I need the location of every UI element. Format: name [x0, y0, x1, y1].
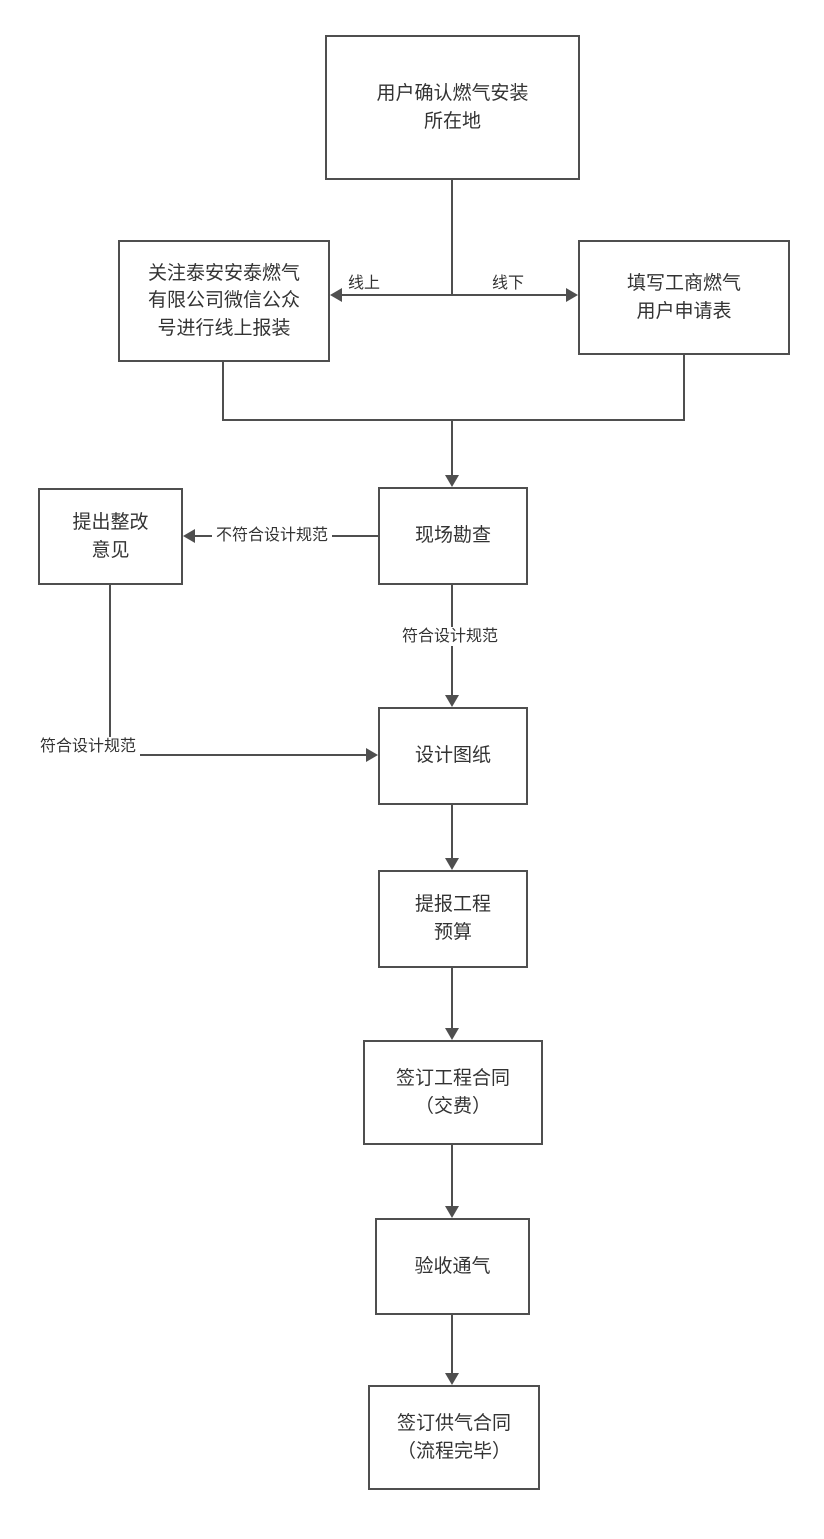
- edge-label-meet-spec-side: 符合设计规范: [36, 737, 141, 757]
- arrowhead-to-rectification-icon: [183, 529, 195, 543]
- connector-budget-to-contract: [451, 968, 453, 1029]
- connector-online-down: [222, 362, 224, 421]
- node-project-budget: 提报工程 预算: [378, 870, 528, 968]
- node-supply-contract: 签订供气合同 （流程完毕）: [368, 1385, 540, 1490]
- connector-contract-to-acceptance: [451, 1145, 453, 1207]
- arrowhead-to-offline-icon: [566, 288, 578, 302]
- arrowhead-to-online-icon: [330, 288, 342, 302]
- arrowhead-to-survey-icon: [445, 475, 459, 487]
- node-rectification: 提出整改 意见: [38, 488, 183, 585]
- connector-offline-down: [683, 355, 685, 421]
- connector-rectification-down: [109, 585, 111, 756]
- arrowhead-to-acceptance-icon: [445, 1206, 459, 1218]
- node-offline-form: 填写工商燃气 用户申请表: [578, 240, 790, 355]
- arrowhead-to-supply-icon: [445, 1373, 459, 1385]
- edge-label-not-meet-spec: 不符合设计规范: [212, 526, 333, 546]
- connector-split-horizontal: [341, 294, 567, 296]
- edge-label-meet-spec-down: 符合设计规范: [398, 627, 503, 647]
- connector-acceptance-to-supply: [451, 1315, 453, 1374]
- connector-confirm-to-split: [451, 180, 453, 296]
- edge-label-online: 线上: [344, 274, 385, 294]
- connector-merge-to-survey: [451, 419, 453, 476]
- arrowhead-to-budget-icon: [445, 858, 459, 870]
- node-design-drawing: 设计图纸: [378, 707, 528, 805]
- node-site-survey: 现场勘查: [378, 487, 528, 585]
- edge-label-offline: 线下: [488, 274, 529, 294]
- connector-merge-horizontal: [222, 419, 685, 421]
- arrowhead-to-design-icon: [445, 695, 459, 707]
- connector-rectification-to-design: [109, 754, 367, 756]
- connector-design-to-budget: [451, 805, 453, 859]
- arrowhead-rectification-to-design-icon: [366, 748, 378, 762]
- node-sign-contract: 签订工程合同 （交费）: [363, 1040, 543, 1145]
- node-confirm-location: 用户确认燃气安装 所在地: [325, 35, 580, 180]
- arrowhead-to-contract-icon: [445, 1028, 459, 1040]
- node-online-apply: 关注泰安安泰燃气 有限公司微信公众 号进行线上报装: [118, 240, 330, 362]
- node-acceptance: 验收通气: [375, 1218, 530, 1315]
